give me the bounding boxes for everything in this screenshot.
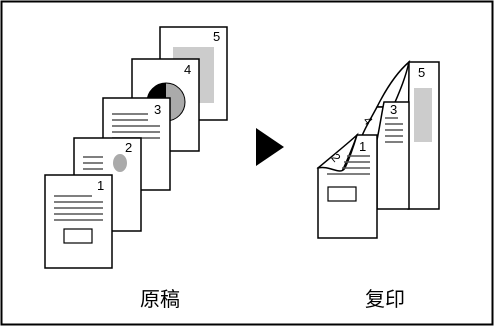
- copy-page-3-number: 3: [390, 102, 397, 117]
- original-page-5-number: 5: [213, 29, 220, 44]
- original-page-3-number: 3: [154, 102, 161, 117]
- original-page-1-number: 1: [97, 178, 104, 193]
- original-label: 原稿: [140, 287, 180, 311]
- copy-label: 复印: [365, 287, 405, 311]
- original-page-2-number: 2: [125, 140, 132, 155]
- copy-page-1-number: 1: [359, 139, 366, 154]
- copy-page-3: 3: [376, 101, 410, 210]
- original-page-4-number: 4: [184, 62, 191, 77]
- copy-page-5: 5: [407, 61, 440, 210]
- right-triangle-arrow-icon: [256, 128, 284, 166]
- original-page-1: 1: [44, 174, 113, 269]
- copy-page-1: 1: [317, 134, 378, 239]
- copy-stack: 5 4 3 2 1: [316, 59, 440, 239]
- copy-page-5-number: 5: [418, 65, 425, 80]
- original-stack: 5 4 3 2: [44, 26, 228, 269]
